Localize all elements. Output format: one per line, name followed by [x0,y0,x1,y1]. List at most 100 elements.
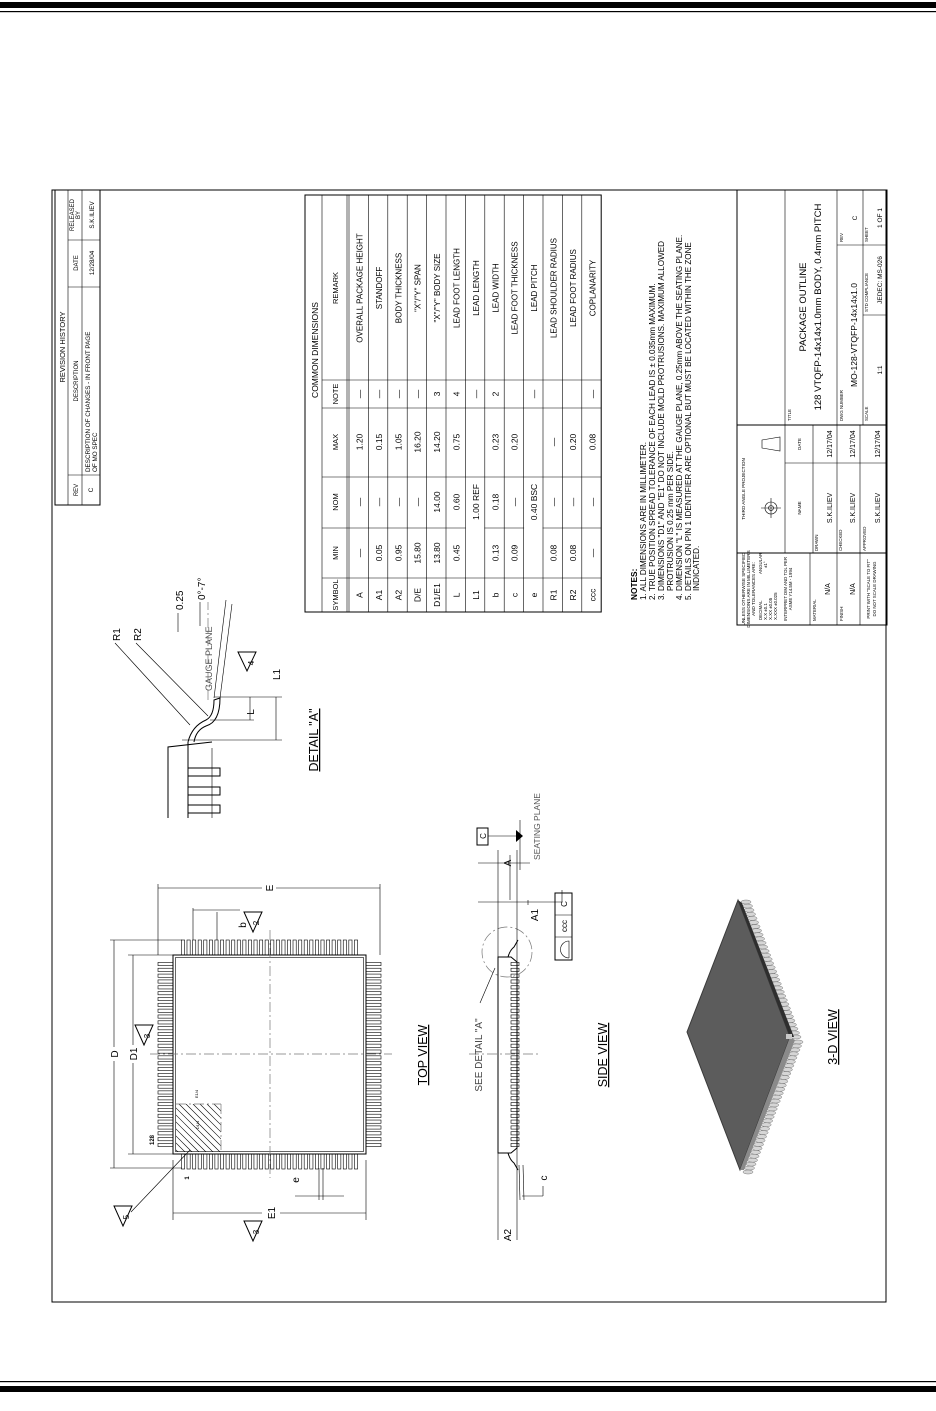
side-lead [510,1032,520,1036]
lead [315,1153,319,1170]
cell-symbol: L [452,592,462,597]
side-lead [510,973,520,978]
sheet-value: 1 OF 1 [877,208,884,228]
lead-3d [771,1094,783,1100]
3d-view-title: 3-D VIEW [826,1009,840,1065]
detail-a-view: R1 R2 GAUGE PLANE 0.25 0°-7° L L1 4 DETA… [112,578,321,818]
e-pitch-label: e [291,1177,302,1183]
lead [303,1153,308,1170]
finish-label: FINISH [839,607,844,621]
lead [225,939,230,956]
hatch-line [192,1104,221,1133]
lead-3d [776,1083,787,1088]
cell-remark: LEAD FOOT THICKNESS [511,241,520,334]
merged-cell [524,477,543,578]
side-view: A A1 A2 c ccc C C SEATING PLANE SEE DETA… [469,793,610,1241]
cell-symbol: A2 [393,590,403,601]
print-note: DO NOT SCALE DRAWING [872,561,877,616]
cell-min: 13.80 [432,542,442,564]
cell-note: — [471,389,481,398]
projection-label: THIRD ANGLE PROJECTION [741,458,746,520]
d1-quarter-label: D1/4 [195,1120,200,1129]
side-lead [510,1049,520,1054]
tolerance-text: AND TOLERANCES ARE: [751,562,756,616]
lead [365,1073,382,1077]
cell-symbol: c [510,592,520,597]
side-lead [510,1014,520,1019]
lead [365,1078,382,1083]
lead [157,1061,174,1066]
cell-note: — [355,389,365,398]
lead [292,939,297,956]
lead-3d [745,1161,757,1167]
side-lead [510,1084,520,1089]
lead [236,939,241,956]
revision-history-title: REVISION HISTORY [58,312,67,383]
lead [203,1153,208,1170]
lead [348,1153,353,1170]
datum-c-label: C [560,901,569,907]
lead [231,1153,236,1170]
hatch-line [176,1114,214,1152]
cell-note: — [529,389,539,398]
side-lead [510,1090,520,1095]
side-lead [510,1125,520,1130]
ccc-label: ccc [560,920,569,932]
note-3-number: 3 [143,1033,152,1038]
drawn-date: 12/17/04 [827,430,834,457]
lead [365,1026,382,1031]
lead [220,939,224,956]
cell-min: — [355,548,365,557]
column-header: MIN [331,546,340,560]
hatch-line [220,1104,221,1105]
lead [365,1096,382,1101]
released-by-header-2: BY [76,211,82,219]
lead [365,1043,382,1048]
note-line: 4. DIMENSION "L" IS MEASURED AT THE GAUG… [675,235,684,600]
a1-dimension-label: A1 [530,908,541,921]
cell-max: — [549,437,559,446]
lead [287,939,291,956]
tolerance-x: X.X ±0.1 [763,603,768,620]
notes-title: NOTES: [629,569,639,600]
std-compliance-value: JEDEC: MS-026 [877,256,884,304]
cell-note: 4 [452,391,462,396]
cell-remark: LEAD PITCH [530,264,539,311]
lead [192,939,197,956]
hatch-line [176,1142,186,1152]
lead-3d [753,1142,764,1147]
column-header: NOM [331,493,340,511]
cell-note: 3 [432,391,442,396]
lead [157,979,174,984]
sheet-label: SHEET [864,227,869,242]
cell-note: — [393,389,403,398]
lead-3d [759,1126,770,1131]
table-row: A20.95—1.05—BODY THICKNESS [387,195,403,612]
cell-nom: 0.18 [490,493,500,510]
lead [157,962,174,966]
note-5-number: 5 [122,1214,131,1219]
cell-symbol: D1/E1 [432,583,442,607]
lead [157,1084,174,1089]
side-lead [510,1043,520,1048]
cell-nom: — [393,497,403,506]
tolerance-text: DIMENSIONS ARE IN MILLIMETERS [746,550,751,627]
column-header: REMARK [331,272,340,304]
lead-3d [748,1153,760,1159]
side-lead [510,1038,520,1042]
top-view: E D D1 E1 b e 128 1 D1/4 E1/4 3 [110,884,430,1243]
cell-max: 0.23 [490,433,500,450]
lead [157,1002,174,1007]
cell-merged: 0.40 BSC [529,484,539,520]
lead [157,1090,174,1095]
cell-min: 0.95 [393,544,403,561]
cell-symbol: L1 [471,590,481,600]
hatch-line [176,1121,207,1152]
rev-description-line1: DESCRIPTION OF CHANGES - IN FRONT PAGE [85,332,92,472]
rev-header: REV [74,484,80,496]
lead [365,973,382,978]
hatch-line [185,1104,221,1140]
top-view-leads [157,939,382,1170]
